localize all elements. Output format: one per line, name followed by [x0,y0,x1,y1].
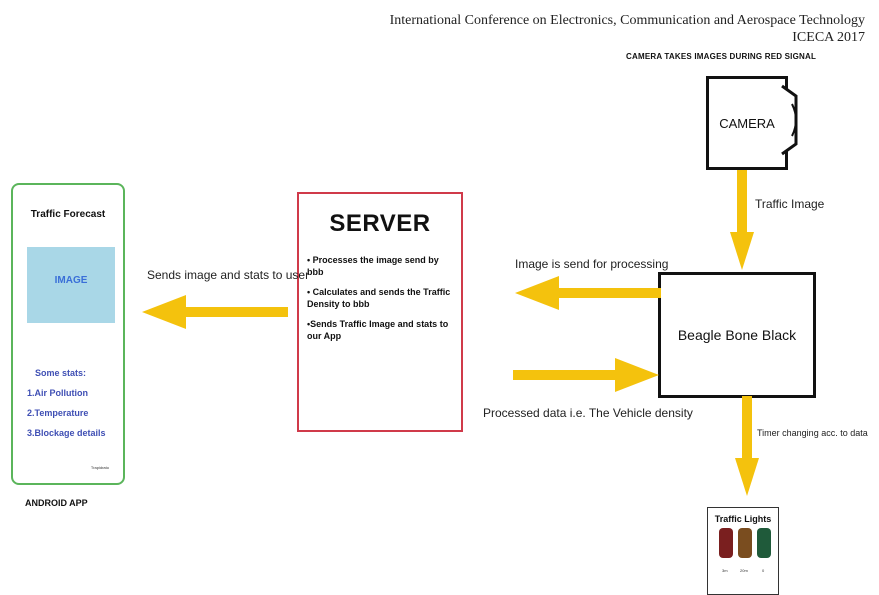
image-send-label: Image is send for processing [515,257,669,271]
arrow-server-to-bbb [513,358,659,392]
server-bullet-send: •Sends Traffic Image and stats to our Ap… [307,319,449,341]
app-image-placeholder: IMAGE [27,247,115,323]
arrow-camera-to-bbb [730,170,754,270]
android-app-caption: ANDROID APP [25,498,88,508]
timer-label: Timer changing acc. to data [757,428,868,438]
bbb-label: Beagle Bone Black [677,327,797,343]
traffic-lights-title: Traffic Lights [714,514,772,524]
app-image-label: IMAGE [54,275,88,286]
camera-caption: CAMERA TAKES IMAGES DURING RED SIGNAL [626,52,817,61]
server-title: SERVER [329,210,431,237]
processed-data-label: Processed data i.e. The Vehicle density [483,406,693,420]
beagle-bone-black-box: Beagle Bone Black [658,272,816,398]
amber-light-icon [738,528,752,558]
camera-lens-icon [781,84,798,156]
light-sub-label: 20m [740,568,748,573]
stats-heading: Some stats: [35,368,87,378]
server-box: SERVER • Processes the image send by bbb… [297,192,463,432]
app-footnote: Trapidrato [90,465,109,470]
light-sub-label: 0 [762,568,765,573]
conference-header: International Conference on Electronics,… [390,12,865,46]
arrow-bbb-to-server [515,276,661,310]
app-title: Traffic Forecast [30,209,106,220]
traffic-lights-card: Traffic Lights 3m 20m 0 [707,507,779,595]
red-light-icon [719,528,733,558]
arrow-bbb-to-lights [735,396,759,496]
conference-title: International Conference on Electronics,… [389,13,865,28]
green-light-icon [757,528,771,558]
stat-item: 1.Air Pollution [27,388,89,398]
arrow-server-to-app [142,295,288,329]
server-bullet-density: • Calculates and sends the Traffic Densi… [307,287,451,309]
server-bullet-process: • Processes the image send by bbb [307,255,439,277]
android-phone: Traffic Forecast IMAGE Some stats: 1.Air… [11,183,125,485]
light-sub-label: 3m [722,568,728,573]
stat-item: 3.Blockage details [27,428,106,438]
camera-box: CAMERA [706,76,788,170]
conference-short-name: ICECA 2017 [792,30,865,45]
sends-to-user-label: Sends image and stats to user [147,268,310,282]
stat-item: 2.Temperature [27,408,89,418]
traffic-image-label: Traffic Image [755,197,825,211]
camera-label: CAMERA [719,115,775,131]
app-stats: Some stats: 1.Air Pollution 2.Temperatur… [27,363,106,443]
